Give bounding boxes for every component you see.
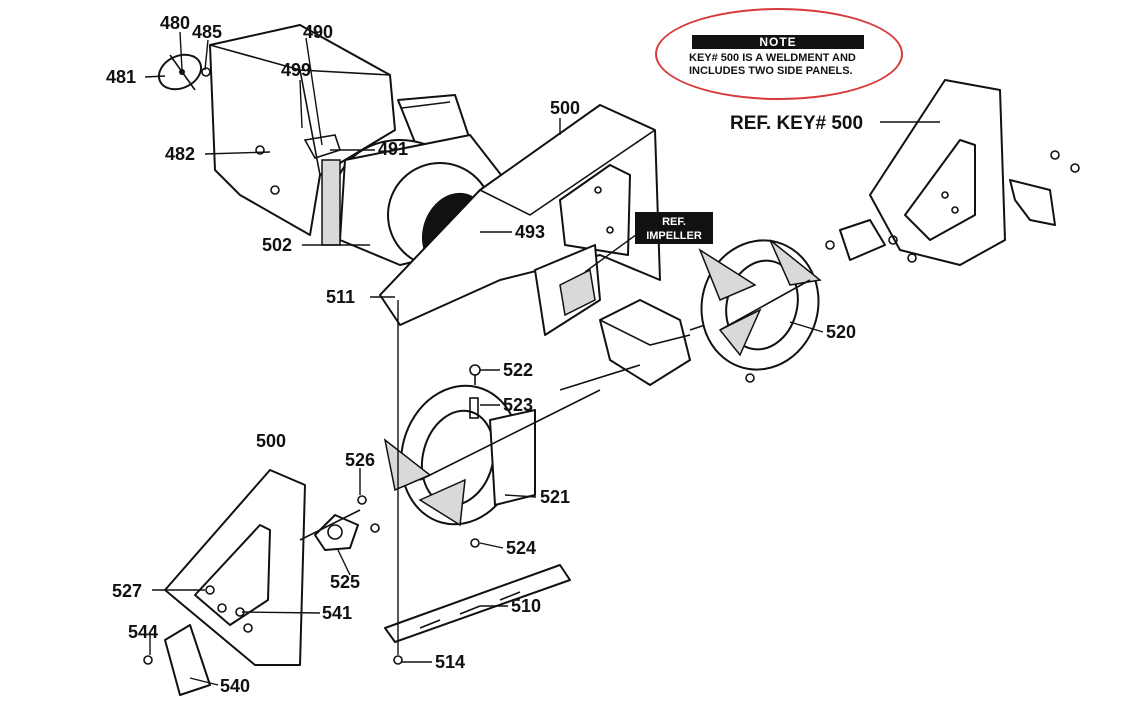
label-527: 527: [112, 581, 142, 601]
label-525: 525: [330, 572, 360, 592]
side-panel-left: [143, 469, 306, 696]
label-502: 502: [262, 235, 292, 255]
note-callout: NOTE KEY# 500 IS A WELDMENT AND INCLUDES…: [655, 8, 903, 100]
label-511: 511: [326, 287, 355, 307]
weldment-500-main: [379, 104, 661, 326]
label-490: 490: [303, 22, 333, 42]
label-485: 485: [192, 22, 222, 42]
auger-right-520: [698, 239, 822, 383]
part-labels: 480 485 481 490 499 482 491 502 500 493 …: [106, 13, 863, 696]
label-499: 499: [281, 60, 311, 80]
label-481: 481: [106, 67, 136, 87]
label-522: 522: [503, 360, 533, 380]
ref-impeller-line2: IMPELLER: [646, 230, 702, 242]
auger-left-521: [383, 384, 601, 527]
label-482: 482: [165, 144, 195, 164]
label-526: 526: [345, 450, 375, 470]
note-oval: [655, 8, 903, 100]
leader-lines: [144, 31, 940, 686]
label-500-bottom: 500: [256, 431, 286, 451]
label-544: 544: [128, 622, 158, 642]
label-480: 480: [160, 13, 190, 33]
label-500-top: 500: [550, 98, 580, 118]
crank-handle: [157, 53, 211, 91]
label-541: 541: [322, 603, 352, 623]
ref-impeller-tag: REF. IMPELLER: [635, 212, 713, 244]
ref-impeller-line1: REF.: [662, 216, 686, 228]
ref-key-label: REF. KEY# 500: [730, 113, 863, 134]
label-510: 510: [511, 596, 541, 616]
note-title: NOTE: [692, 35, 864, 49]
side-panel-right: [825, 79, 1080, 266]
shave-plate-510: [384, 564, 571, 665]
label-523: 523: [503, 395, 533, 415]
bearing-flange-525: [299, 495, 380, 551]
note-text-line2: INCLUDES TWO SIDE PANELS.: [689, 65, 853, 77]
auger-gearbox: [559, 299, 721, 391]
label-493: 493: [515, 222, 545, 242]
label-524: 524: [506, 538, 536, 558]
label-520: 520: [826, 322, 856, 342]
label-491: 491: [378, 139, 408, 159]
label-540: 540: [220, 676, 250, 696]
label-514: 514: [435, 652, 465, 672]
note-text-line1: KEY# 500 IS A WELDMENT AND: [689, 52, 856, 64]
bearing-bracket: [534, 244, 601, 336]
label-521: 521: [540, 487, 570, 507]
